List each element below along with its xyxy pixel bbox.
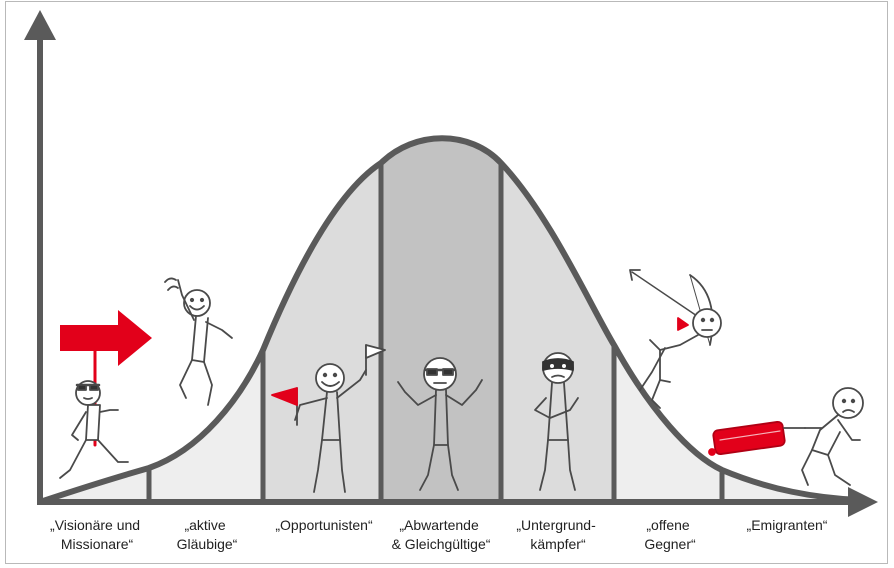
label-waiting-indifferent: „Abwartende & Gleichgültige“ — [392, 517, 491, 552]
label-waiting-line2: & Gleichgültige“ — [392, 536, 491, 552]
label-active-believers-line2: Gläubige“ — [177, 536, 238, 552]
axes — [24, 10, 878, 517]
category-labels: „Visionäre und Missionare“ „aktive Gläub… — [50, 517, 828, 552]
label-underground-fighters: „Untergrund- kämpfer“ — [516, 517, 599, 552]
label-visionaries-line1: „Visionäre und — [50, 517, 140, 533]
label-underground-line1: „Untergrund- — [516, 517, 596, 533]
label-emigrants-line1: „Emigranten“ — [747, 517, 828, 533]
label-emigrants: „Emigranten“ — [747, 517, 828, 533]
segment-fill-active-believers — [149, 350, 263, 502]
jumping-cheering-figure — [164, 277, 233, 406]
label-opponents-line1: „offene — [646, 517, 690, 533]
figure-with-red-suitcase — [708, 387, 864, 486]
segment-fill-opponents — [614, 345, 722, 502]
label-opponents-line2: Gegner“ — [644, 536, 696, 552]
label-active-believers-line1: „aktive — [184, 517, 225, 533]
x-axis-arrowhead — [848, 487, 878, 517]
leader-with-red-arrow-sign — [59, 310, 152, 479]
label-open-opponents: „offene Gegner“ — [644, 517, 696, 552]
shrugging-figure-with-glasses — [397, 357, 483, 491]
label-waiting-line1: „Abwartende — [399, 517, 479, 533]
label-opportunists-line1: „Opportunisten“ — [275, 517, 373, 533]
segment-dividers — [146, 163, 725, 502]
segment-fill-emigrants — [722, 470, 860, 502]
archer-figure-with-bow — [629, 269, 722, 409]
figure-holding-red-and-white-flags — [271, 344, 386, 493]
y-axis-arrowhead — [24, 10, 56, 40]
masked-figure-arms-crossed — [534, 352, 579, 491]
segment-fill-waiting — [381, 138, 501, 502]
segment-fill-opportunists — [263, 163, 381, 502]
label-visionaries: „Visionäre und Missionare“ — [50, 517, 144, 552]
segment-fill-underground — [501, 163, 614, 502]
label-opportunists: „Opportunisten“ — [275, 517, 373, 533]
figures — [59, 269, 864, 493]
label-active-believers: „aktive Gläubige“ — [177, 517, 238, 552]
label-visionaries-line2: Missionare“ — [61, 536, 134, 552]
label-underground-line2: kämpfer“ — [530, 536, 586, 552]
bell-curve — [37, 135, 863, 505]
